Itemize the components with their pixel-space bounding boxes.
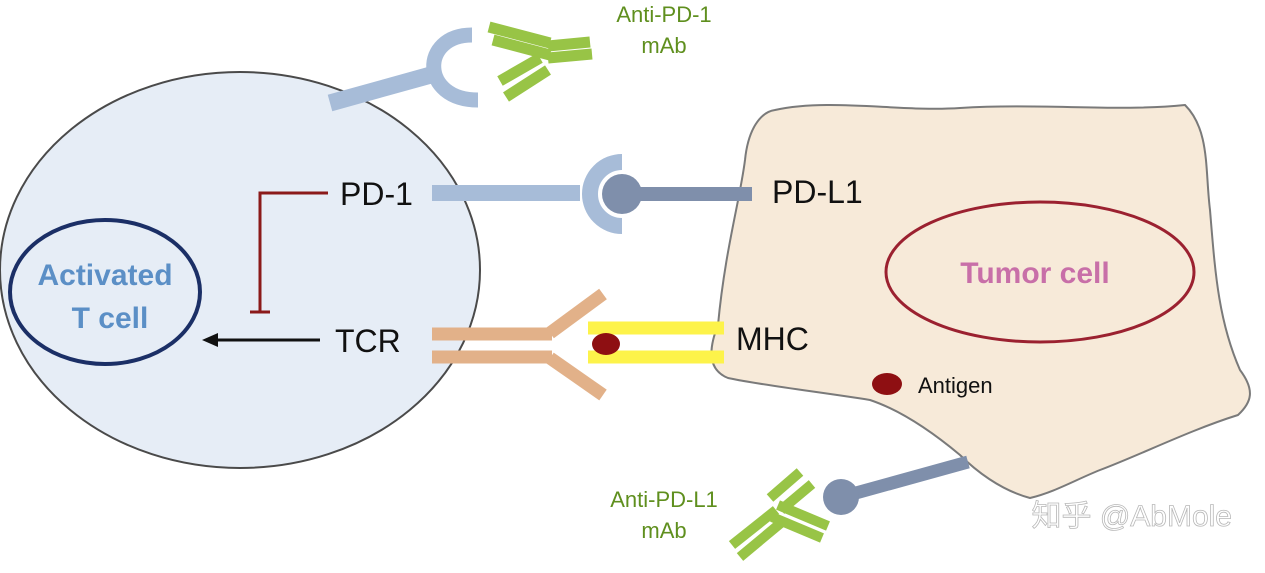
- tumor-cell-label: Tumor cell: [960, 257, 1109, 290]
- pdl1-ligand: [602, 174, 752, 214]
- tcr-label: TCR: [335, 323, 401, 359]
- watermark: 知乎 @AbMole: [1031, 500, 1232, 533]
- antigen-dot: [872, 373, 902, 395]
- pd1-receptor: [432, 154, 623, 234]
- pdl1-ligand-bottom: [823, 455, 970, 515]
- pd1-label: PD-1: [340, 176, 413, 212]
- t-cell-body: [0, 71, 481, 469]
- antigen-label: Antigen: [918, 373, 993, 398]
- tumor-cell-nucleus: [884, 200, 1196, 344]
- pd1-receptor-top: [327, 27, 479, 112]
- anti-pd1-antibody: [487, 21, 593, 102]
- activated-t-cell-label-line2: T cell: [72, 302, 149, 335]
- anti-pdl1-label-line2: mAb: [641, 518, 686, 543]
- pdl1-label: PD-L1: [772, 174, 863, 210]
- inhibition-line: [250, 191, 328, 314]
- tcr-receptor: [432, 288, 607, 401]
- activation-arrow: [202, 333, 320, 347]
- presented-antigen: [592, 333, 620, 355]
- activated-t-cell-label-line1: Activated: [37, 259, 172, 292]
- mhc-molecule: [588, 321, 724, 364]
- t-cell-nucleus: [8, 218, 202, 366]
- anti-pdl1-label-line1: Anti-PD-L1: [610, 487, 718, 512]
- anti-pd1-label-line2: mAb: [641, 33, 686, 58]
- mhc-label: MHC: [736, 321, 809, 357]
- anti-pdl1-antibody: [728, 468, 830, 561]
- anti-pd1-label-line1: Anti-PD-1: [616, 2, 711, 27]
